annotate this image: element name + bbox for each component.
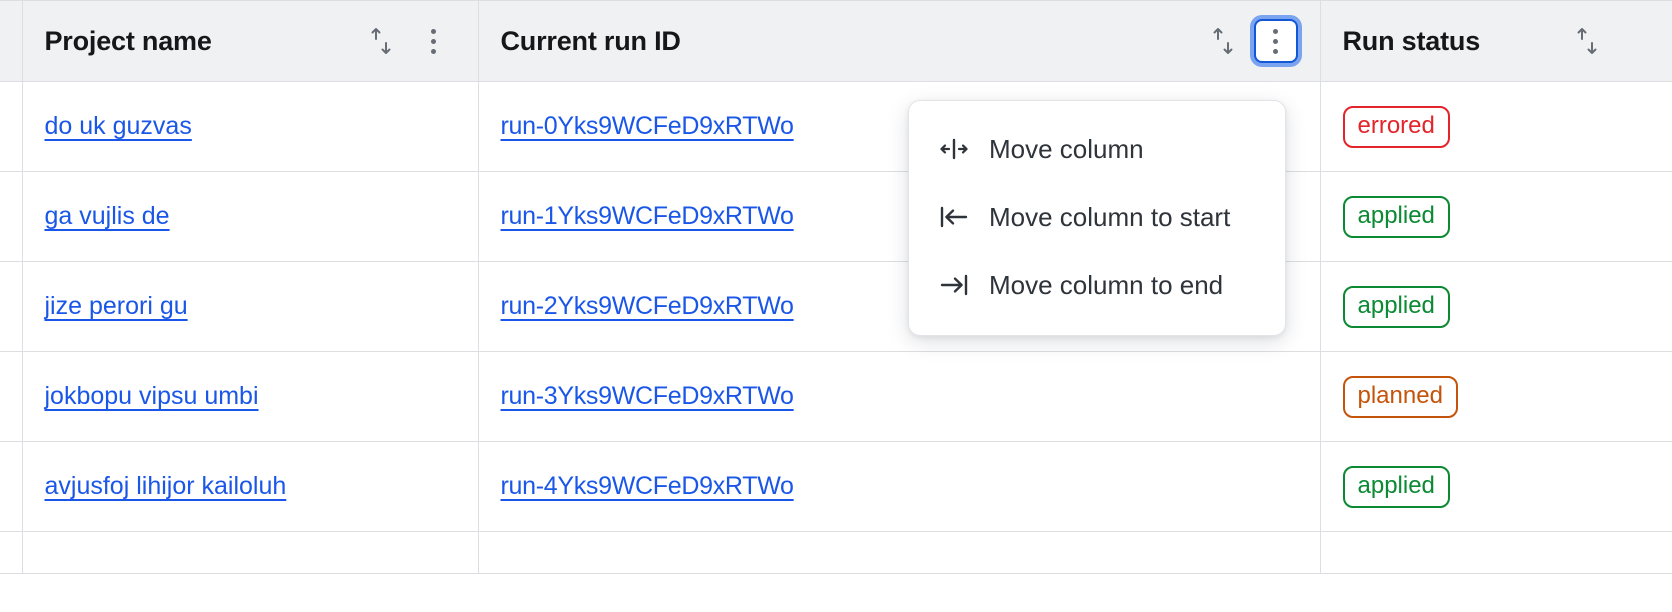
header-gutter-cell xyxy=(0,0,23,82)
status-badge: applied xyxy=(1342,465,1450,508)
cell-run-status: applied xyxy=(1320,171,1672,262)
sort-updown-icon[interactable] xyxy=(1204,21,1244,61)
sort-updown-icon[interactable] xyxy=(1568,21,1608,61)
cell-run-id: run-3Yks9WCFeD9xRTWo xyxy=(478,351,1321,442)
move-column-icon xyxy=(939,134,969,164)
menu-item-move-column-to-end[interactable]: Move column to end xyxy=(909,251,1285,319)
cell-project-name: jokbopu vipsu umbi xyxy=(22,351,479,442)
project-link[interactable]: ga vujlis de xyxy=(44,202,170,230)
table-row-partial xyxy=(0,531,1672,574)
cell-project-name: do uk guzvas xyxy=(22,81,479,172)
row-gutter-cell xyxy=(0,261,23,352)
row-gutter-cell xyxy=(0,531,23,574)
table-body: do uk guzvas run-0Yks9WCFeD9xRTWo errore… xyxy=(0,81,1672,574)
table-row: jokbopu vipsu umbi run-3Yks9WCFeD9xRTWo … xyxy=(0,351,1672,442)
column-header-run-status: Run status xyxy=(1320,0,1672,82)
column-header-label: Run status xyxy=(1342,25,1481,56)
run-id-link[interactable]: run-3Yks9WCFeD9xRTWo xyxy=(500,382,794,410)
project-link[interactable]: do uk guzvas xyxy=(44,112,192,140)
column-header-label: Project name xyxy=(44,25,212,56)
status-badge: applied xyxy=(1342,195,1450,238)
column-context-menu: Move column Move column to start Move co… xyxy=(908,100,1286,336)
cell-project-name: avjusfoj lihijor kailoluh xyxy=(22,441,479,532)
table-row: do uk guzvas run-0Yks9WCFeD9xRTWo errore… xyxy=(0,81,1672,172)
menu-item-move-column-to-start[interactable]: Move column to start xyxy=(909,183,1285,251)
row-gutter-cell xyxy=(0,351,23,442)
move-to-start-icon xyxy=(939,202,969,232)
column-header-label: Current run ID xyxy=(500,25,681,56)
menu-item-label: Move column to start xyxy=(989,201,1231,232)
run-id-link[interactable]: run-2Yks9WCFeD9xRTWo xyxy=(500,292,794,320)
menu-item-label: Move column to end xyxy=(989,269,1224,300)
cell-run-status xyxy=(1320,531,1672,574)
sort-updown-icon[interactable] xyxy=(362,21,402,61)
row-gutter-cell xyxy=(0,441,23,532)
column-menu-button-project-name[interactable] xyxy=(412,19,456,63)
run-id-link[interactable]: run-1Yks9WCFeD9xRTWo xyxy=(500,202,794,230)
cell-run-id: run-4Yks9WCFeD9xRTWo xyxy=(478,441,1321,532)
cell-run-status: errored xyxy=(1320,81,1672,172)
project-link[interactable]: jize perori gu xyxy=(44,292,188,320)
table-row: avjusfoj lihijor kailoluh run-4Yks9WCFeD… xyxy=(0,441,1672,532)
column-header-project-name: Project name xyxy=(22,0,479,82)
cell-run-status: planned xyxy=(1320,351,1672,442)
run-id-link[interactable]: run-4Yks9WCFeD9xRTWo xyxy=(500,472,794,500)
cell-run-status: applied xyxy=(1320,261,1672,352)
status-badge: errored xyxy=(1342,105,1450,148)
project-link[interactable]: avjusfoj lihijor kailoluh xyxy=(44,472,287,500)
table-row: jize perori gu run-2Yks9WCFeD9xRTWo appl… xyxy=(0,261,1672,352)
move-to-end-icon xyxy=(939,270,969,300)
cell-project-name: jize perori gu xyxy=(22,261,479,352)
cell-project-name xyxy=(22,531,479,574)
row-gutter-cell xyxy=(0,81,23,172)
column-menu-button-current-run-id[interactable] xyxy=(1253,19,1298,63)
menu-item-label: Move column xyxy=(989,133,1144,164)
table-row: ga vujlis de run-1Yks9WCFeD9xRTWo applie… xyxy=(0,171,1672,262)
column-header-current-run-id: Current run ID xyxy=(478,0,1321,82)
status-badge: planned xyxy=(1342,375,1458,418)
run-id-link[interactable]: run-0Yks9WCFeD9xRTWo xyxy=(500,112,794,140)
project-link[interactable]: jokbopu vipsu umbi xyxy=(44,382,259,410)
table-header-row: Project name xyxy=(0,0,1672,82)
kebab-icon xyxy=(1273,28,1278,54)
table-header: Project name xyxy=(0,0,1672,82)
cell-run-status: applied xyxy=(1320,441,1672,532)
projects-table: Project name xyxy=(0,0,1672,574)
cell-project-name: ga vujlis de xyxy=(22,171,479,262)
status-badge: applied xyxy=(1342,285,1450,328)
menu-item-move-column[interactable]: Move column xyxy=(909,115,1285,183)
kebab-icon xyxy=(431,28,436,54)
row-gutter-cell xyxy=(0,171,23,262)
cell-run-id xyxy=(478,531,1321,574)
